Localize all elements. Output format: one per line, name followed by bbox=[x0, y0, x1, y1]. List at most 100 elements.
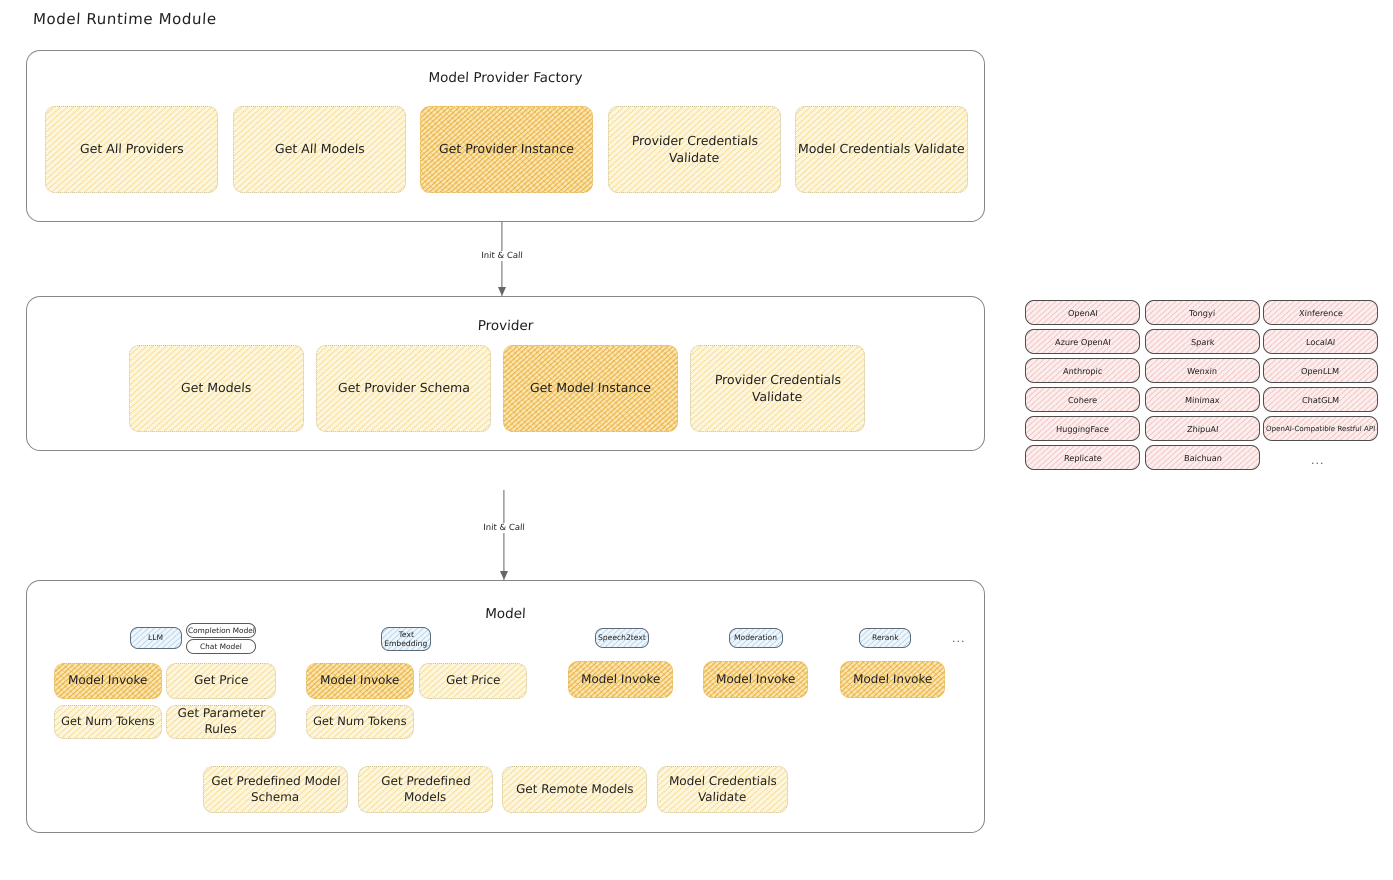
provider-pill-chatglm[interactable]: ChatGLM bbox=[1263, 387, 1378, 412]
provider-pill-label: Spark bbox=[1190, 336, 1215, 347]
provider-pill-label: OpenAI-Compatible Restful API bbox=[1265, 424, 1376, 433]
model-groups-more-ellipsis: ... bbox=[952, 632, 966, 645]
provider-pill-openai-compatible-restful-api[interactable]: OpenAI-Compatible Restful API bbox=[1263, 416, 1378, 441]
provider-list-more-ellipsis: ... bbox=[1311, 454, 1325, 467]
provider-pill-azure-openai[interactable]: Azure OpenAI bbox=[1025, 329, 1140, 354]
model-subtag-completion-model[interactable]: Completion Model bbox=[186, 623, 256, 638]
provider-pill-cohere[interactable]: Cohere bbox=[1025, 387, 1140, 412]
model-method-label: Get Price bbox=[445, 673, 501, 688]
model-title: Model bbox=[484, 606, 527, 622]
provider-pill-baichuan[interactable]: Baichuan bbox=[1145, 445, 1260, 470]
model-moderation-method-model-invoke[interactable]: Model Invoke bbox=[703, 661, 808, 698]
provider-pill-label: Wenxin bbox=[1187, 365, 1218, 376]
provider-pill-anthropic[interactable]: Anthropic bbox=[1025, 358, 1140, 383]
provider-pill-xinference[interactable]: Xinference bbox=[1263, 300, 1378, 325]
factory-method-model-credentials-validate[interactable]: Model Credentials Validate bbox=[795, 106, 968, 193]
model-method-label: Model Invoke bbox=[852, 671, 933, 686]
model-shared-method-get-predefined-models[interactable]: Get Predefined Models bbox=[358, 766, 493, 813]
provider-pill-label: Replicate bbox=[1063, 452, 1102, 463]
provider-pill-label: Cohere bbox=[1067, 394, 1098, 405]
factory-method-get-all-providers[interactable]: Get All Providers bbox=[45, 106, 218, 193]
model-tag-label: Speech2text bbox=[597, 633, 647, 643]
provider-pill-tongyi[interactable]: Tongyi bbox=[1145, 300, 1260, 325]
provider-pill-label: Azure OpenAI bbox=[1054, 336, 1111, 347]
model-subtag-label: Completion Model bbox=[187, 626, 255, 635]
model-method-label: Get Num Tokens bbox=[60, 714, 156, 729]
provider-method-get-models[interactable]: Get Models bbox=[129, 345, 304, 432]
model-tag-llm[interactable]: LLM bbox=[130, 627, 182, 649]
provider-pill-localai[interactable]: LocalAI bbox=[1263, 329, 1378, 354]
connector-arrowhead bbox=[500, 571, 508, 580]
provider-pill-label: Minimax bbox=[1184, 394, 1221, 405]
provider-pill-huggingface[interactable]: HuggingFace bbox=[1025, 416, 1140, 441]
provider-method-label: Get Provider Schema bbox=[337, 380, 470, 396]
provider-pill-spark[interactable]: Spark bbox=[1145, 329, 1260, 354]
factory-method-get-provider-instance[interactable]: Get Provider Instance bbox=[420, 106, 593, 193]
model-rerank-method-model-invoke[interactable]: Model Invoke bbox=[840, 661, 945, 698]
model-speech2text-method-model-invoke[interactable]: Model Invoke bbox=[568, 661, 673, 698]
model-textembedding-method-model-invoke[interactable]: Model Invoke bbox=[306, 663, 414, 699]
provider-method-get-provider-schema[interactable]: Get Provider Schema bbox=[316, 345, 491, 432]
model-llm-method-get-price[interactable]: Get Price bbox=[166, 663, 276, 699]
factory-method-label: Get All Providers bbox=[79, 141, 184, 157]
model-shared-method-model-credentials-validate[interactable]: Model Credentials Validate bbox=[657, 766, 788, 813]
factory-method-provider-credentials-validate[interactable]: Provider Credentials Validate bbox=[608, 106, 781, 193]
model-method-label: Model Invoke bbox=[715, 671, 796, 686]
model-textembedding-method-get-num-tokens[interactable]: Get Num Tokens bbox=[306, 705, 414, 739]
model-method-label: Get Parameter Rules bbox=[177, 706, 266, 736]
provider-pill-label: OpenAI bbox=[1067, 307, 1098, 318]
provider-method-get-model-instance[interactable]: Get Model Instance bbox=[503, 345, 678, 432]
factory-method-get-all-models[interactable]: Get All Models bbox=[233, 106, 406, 193]
provider-pill-zhipuai[interactable]: ZhipuAI bbox=[1145, 416, 1260, 441]
factory-method-label: Get All Models bbox=[274, 141, 365, 157]
factory-method-label: Model Credentials Validate bbox=[797, 141, 966, 157]
provider-pill-openai[interactable]: OpenAI bbox=[1025, 300, 1140, 325]
provider-method-label: Get Model Instance bbox=[529, 380, 652, 396]
model-tag-label: Text Embedding bbox=[383, 629, 428, 648]
model-shared-method-get-predefined-model-schema[interactable]: Get Predefined Model Schema bbox=[203, 766, 348, 813]
connector-arrowhead bbox=[498, 287, 506, 296]
provider-pill-minimax[interactable]: Minimax bbox=[1145, 387, 1260, 412]
model-shared-method-label: Get Predefined Models bbox=[380, 773, 472, 804]
provider-method-label: Provider Credentials Validate bbox=[714, 372, 842, 404]
model-method-label: Model Invoke bbox=[320, 673, 401, 688]
provider-pill-label: Anthropic bbox=[1062, 365, 1103, 376]
provider-pill-label: LocalAI bbox=[1305, 336, 1336, 347]
connector-provider-to-model: Init & Call bbox=[464, 490, 544, 580]
provider-method-label: Get Models bbox=[180, 380, 253, 396]
provider-pill-label: ZhipuAI bbox=[1186, 423, 1219, 434]
model-subtag-chat-model[interactable]: Chat Model bbox=[186, 639, 256, 654]
model-shared-method-label: Get Remote Models bbox=[515, 781, 634, 796]
model-tag-rerank[interactable]: Rerank bbox=[859, 628, 911, 648]
model-tag-label: LLM bbox=[148, 633, 164, 643]
model-method-label: Model Invoke bbox=[580, 671, 661, 686]
model-shared-method-label: Get Predefined Model Schema bbox=[210, 773, 341, 804]
model-tag-moderation[interactable]: Moderation bbox=[729, 628, 783, 648]
provider-pill-wenxin[interactable]: Wenxin bbox=[1145, 358, 1260, 383]
connector-label: Init & Call bbox=[479, 523, 529, 533]
model-textembedding-method-get-price[interactable]: Get Price bbox=[419, 663, 527, 699]
provider-pill-label: HuggingFace bbox=[1055, 423, 1110, 434]
model-shared-method-get-remote-models[interactable]: Get Remote Models bbox=[502, 766, 647, 813]
page-title: Model Runtime Module bbox=[32, 10, 218, 28]
provider-pill-label: Tongyi bbox=[1189, 307, 1216, 318]
model-method-label: Get Num Tokens bbox=[312, 714, 408, 729]
model-tag-speech2text[interactable]: Speech2text bbox=[595, 628, 649, 648]
model-llm-method-get-num-tokens[interactable]: Get Num Tokens bbox=[54, 705, 162, 739]
provider-pill-replicate[interactable]: Replicate bbox=[1025, 445, 1140, 470]
model-shared-method-label: Model Credentials Validate bbox=[668, 773, 778, 804]
provider-method-provider-credentials-validate[interactable]: Provider Credentials Validate bbox=[690, 345, 865, 432]
model-llm-method-get-parameter-rules[interactable]: Get Parameter Rules bbox=[166, 705, 276, 739]
connector-line bbox=[503, 490, 505, 580]
factory-method-label: Get Provider Instance bbox=[438, 141, 575, 157]
connector-factory-to-provider: Init & Call bbox=[462, 222, 542, 296]
model-tag-text-embedding[interactable]: Text Embedding bbox=[381, 627, 431, 651]
provider-title: Provider bbox=[477, 318, 534, 334]
model-llm-method-model-invoke[interactable]: Model Invoke bbox=[54, 663, 162, 699]
provider-pill-openllm[interactable]: OpenLLM bbox=[1263, 358, 1378, 383]
model-provider-factory-title: Model Provider Factory bbox=[428, 70, 583, 86]
provider-pill-label: Baichuan bbox=[1183, 452, 1222, 463]
provider-pill-label: Xinference bbox=[1298, 307, 1343, 318]
model-subtag-label: Chat Model bbox=[199, 642, 243, 651]
